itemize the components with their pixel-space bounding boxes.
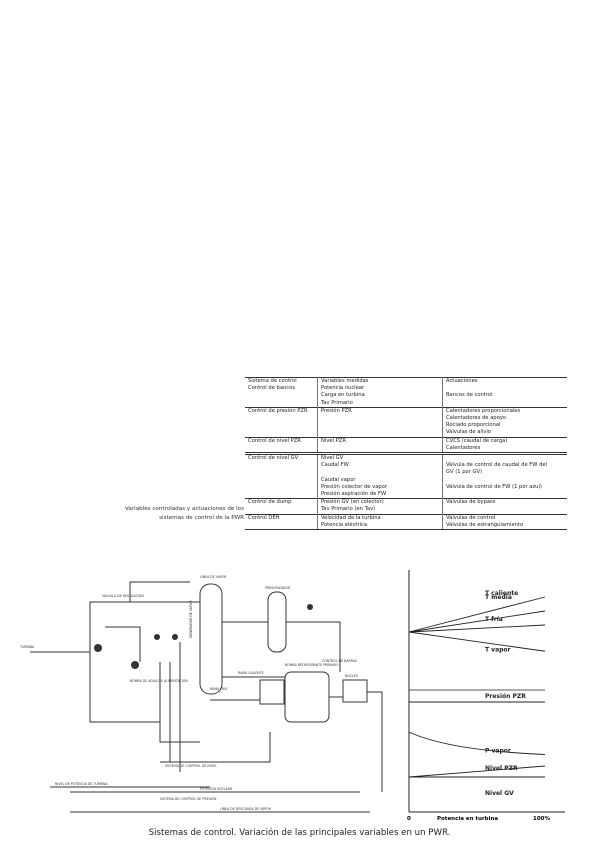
row-vars-cell: Velocidad de la turbina Potencia eléctri… (317, 513, 443, 531)
label-steam-line: LÍNEA DE VAPOR (200, 574, 227, 579)
x-tick-label: 100% (533, 816, 550, 822)
row-group-cell: Control de presión PZR (245, 406, 318, 438)
figure-caption: Sistemas de control. Variación de las pr… (148, 828, 451, 838)
label-press-ctrl: SISTEMA DE CONTROL DE PRESIÓN (160, 796, 217, 801)
row-acts-cell: Válvulas de bypass (442, 498, 567, 515)
x-axis-label: Potencia en turbina (437, 816, 498, 822)
row-group-cell: Control DEH (245, 513, 318, 531)
series-label: Presión PZR (485, 693, 526, 700)
label-rcp: BOMBA REFRIGERANTE PRIMARIO (285, 663, 339, 667)
series-line (408, 731, 546, 755)
label-pressurizer: PRESURIZADOR (265, 586, 291, 590)
row-acts-cell: CVCS (caudal de carga) Calentadores (442, 436, 567, 454)
row-acts-cell: Válvula de control de caudal de FW del G… (442, 452, 567, 499)
label-dump-line: LÍNEA DE DESCARGA DE VAPOR (220, 806, 272, 811)
pressurizer-shape (267, 591, 287, 653)
label-feedwater: VÁLVULA DE REGULACIÓN (102, 593, 144, 598)
row-vars-cell: Nivel GV Caudal FW Caudal vapor Presión … (317, 452, 443, 499)
label-feed-pump: BOMBA DE AGUA DE ALIMENTACIÓN (130, 678, 188, 683)
label-hot-leg: RAMA CALIENTE (238, 671, 264, 675)
label-core: NÚCLEO (345, 673, 359, 678)
series-line (408, 610, 546, 633)
label-control-bars: CONTROL DE BARRAS (322, 659, 357, 663)
series-label: T caliente (485, 590, 518, 597)
reactor-vessel-shape (284, 671, 330, 723)
row-acts-cell: Calentadores proporcionales Calentadores… (442, 406, 567, 438)
series-label: Nivel PZR (485, 765, 518, 772)
steam-generator-shape (199, 583, 223, 695)
table-caption: Variables controladas y actuaciones de l… (125, 506, 244, 521)
label-cold-leg: RAMA FRÍA (210, 686, 228, 691)
row-group-cell: Control de nivel GV (245, 452, 318, 499)
label-nuclear-power: POTENCIA NUCLEAR (200, 787, 233, 791)
row-group-cell: Control de dump (245, 498, 318, 515)
control-system-figure: VÁLVULA DE REGULACIÓN LÍNEA DE VAPOR GEN… (10, 562, 590, 822)
x-tick-label: 0 (407, 816, 411, 822)
label-steam-gen: GENERADOR DE VAPOR (189, 600, 193, 638)
row-vars-cell: Variables medidas Potencia nuclear Carga… (317, 377, 443, 408)
series-label: T fría (485, 616, 503, 623)
label-turbine-level: NIVEL DE POTENCIA DE TURBINA (55, 782, 108, 786)
label-turbine: TURBINA (19, 645, 35, 649)
core-shape (342, 679, 368, 703)
series-line (408, 765, 546, 778)
series-label: T media (485, 594, 512, 601)
series-label: Nivel GV (485, 790, 514, 797)
series-label: T vapor (485, 646, 511, 653)
row-acts-cell: Actuaciones Bancos de control (442, 377, 567, 408)
series-line (408, 624, 546, 633)
series-label: P vapor (485, 748, 511, 755)
series-line (408, 631, 546, 652)
series-line (408, 596, 546, 633)
row-group-cell: Sistema de control Control de bancos (245, 377, 318, 408)
row-vars-cell: Presión PZR (317, 406, 443, 438)
label-charging: SISTEMA DE CONTROL DE NIVEL (165, 764, 217, 768)
row-group-cell: Control de nivel PZR (245, 436, 318, 454)
row-acts-cell: Válvulas de control Válvulas de estrangu… (442, 513, 567, 531)
row-vars-cell: Nivel PZR (317, 436, 443, 454)
row-vars-cell: Presión GV (en colector) Tav Primario (e… (317, 498, 443, 515)
rcp-box (259, 679, 285, 705)
plant-schematic: VÁLVULA DE REGULACIÓN LÍNEA DE VAPOR GEN… (19, 574, 383, 813)
